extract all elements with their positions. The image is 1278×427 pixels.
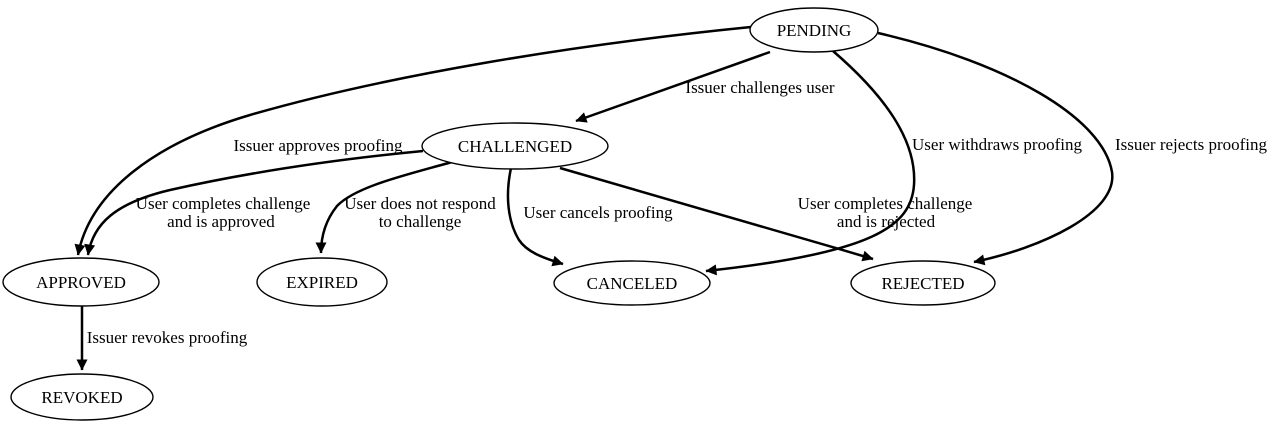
edge-label-user-completes-challenge-rejected-line2: and is rejected [837,212,936,231]
node-challenged-label: CHALLENGED [458,137,572,156]
edge-label-user-does-not-respond: User does not respond to challenge [344,194,496,231]
edge-label-user-cancels-proofing: User cancels proofing [523,203,673,222]
node-approved: APPROVED [2,257,160,307]
node-revoked-ellipse [10,373,154,421]
edge-label-user-does-not-respond-line2: to challenge [379,212,462,231]
edge-label-issuer-approves-proofing: Issuer approves proofing [233,136,403,155]
edge-pending-to-challenged [575,50,771,123]
edge-label-user-withdraws-proofing: User withdraws proofing [912,135,1082,154]
edge-label-user-completes-challenge-approved-line2: and is approved [167,212,275,231]
node-revoked-label: REVOKED [41,388,122,407]
node-expired-label: EXPIRED [286,273,358,292]
node-rejected: REJECTED [850,260,996,306]
edge-label-user-does-not-respond-line1: User does not respond [344,194,496,213]
node-expired-ellipse [256,257,388,307]
node-pending: PENDING [749,7,879,53]
node-canceled-label: CANCELED [587,274,678,293]
edge-label-user-completes-challenge-rejected: User completes challenge and is rejected [798,194,973,231]
node-pending-label: PENDING [777,21,852,40]
node-expired: EXPIRED [256,257,388,307]
node-challenged-ellipse [421,122,609,170]
edge-pending-to-approved [74,25,752,256]
edge-label-issuer-rejects-proofing: Issuer rejects proofing [1115,135,1268,154]
edge-labels: Issuer challenges user Issuer approves p… [87,78,1268,347]
node-rejected-label: REJECTED [881,274,964,293]
node-canceled-ellipse [553,260,711,306]
edge-label-user-completes-challenge-approved-line1: User completes challenge [136,194,311,213]
node-revoked: REVOKED [10,373,154,421]
node-approved-ellipse [2,257,160,307]
edge-challenged-to-canceled [506,167,564,267]
edge-label-user-completes-challenge-rejected-line1: User completes challenge [798,194,973,213]
edge-label-user-completes-challenge-approved: User completes challenge and is approved [136,194,311,231]
edge-challenged-to-approved [84,149,424,256]
edge-challenged-to-rejected [559,166,874,262]
nodes: PENDING CHALLENGED APPROVED EXPIRED CANC… [2,7,996,421]
edge-label-issuer-revokes-proofing: Issuer revokes proofing [87,328,248,347]
node-canceled: CANCELED [553,260,711,306]
edge-challenged-to-expired [315,160,453,254]
edge-pending-to-rejected [877,31,1114,266]
node-rejected-ellipse [850,260,996,306]
edges [74,25,1114,371]
node-approved-label: APPROVED [36,273,126,292]
node-challenged: CHALLENGED [421,122,609,170]
edge-pending-to-canceled [705,50,916,276]
node-pending-ellipse [749,7,879,53]
edge-label-issuer-challenges-user: Issuer challenges user [685,78,835,97]
